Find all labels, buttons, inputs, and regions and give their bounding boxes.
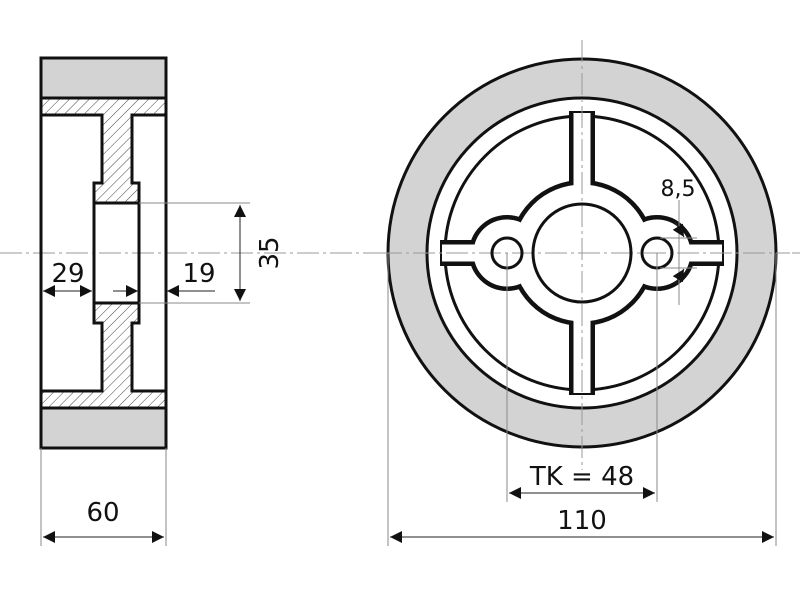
- hub-width-dimension-label: 19: [182, 259, 215, 289]
- tread-top: [41, 58, 166, 98]
- hatched-rim-hub: [39, 96, 168, 205]
- bolt-circle-dimension-label: TK = 48: [529, 462, 634, 492]
- hole-dimension-label: 8,5: [661, 177, 696, 202]
- center-bore: [531, 202, 633, 304]
- hatched-rim-hub-lower: [39, 301, 168, 410]
- hub-offset-dimension-label: 29: [51, 259, 84, 289]
- width-dimension-label: 60: [86, 498, 119, 528]
- tread-bottom: [41, 408, 166, 448]
- hole-dim-arrow-top: [672, 221, 685, 238]
- wheel-outline: [39, 56, 168, 450]
- side-view-section: 35 29 19 60: [39, 56, 285, 546]
- outer-diameter-dimension-label: 110: [557, 506, 607, 536]
- bore: [92, 201, 141, 305]
- hole-dim-arrow-bottom: [672, 268, 685, 285]
- front-view: 8,5 TK = 48 110: [380, 40, 790, 546]
- bore-dimension-label: 35: [255, 236, 285, 269]
